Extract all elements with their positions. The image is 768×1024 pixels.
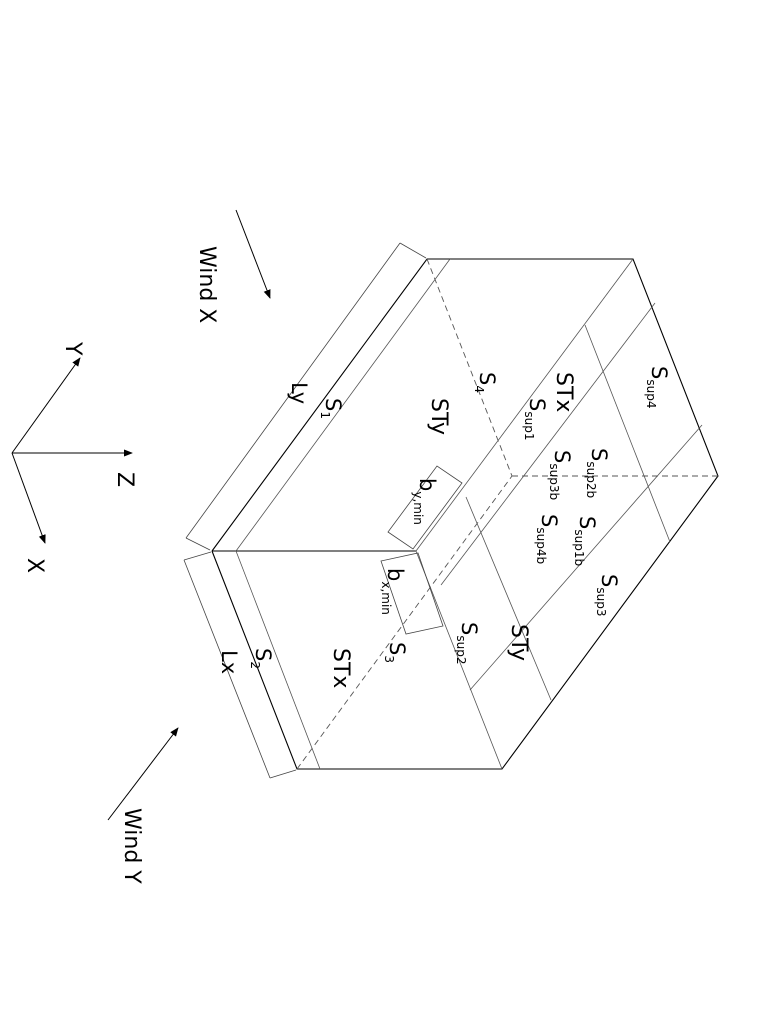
roof-line-y2 bbox=[469, 424, 703, 691]
axis-triad: Z Y X bbox=[11, 341, 137, 573]
front-face-strip-edge bbox=[235, 550, 321, 770]
by-min-label: by,min bbox=[411, 478, 439, 525]
ly-dim-ext-2 bbox=[399, 242, 427, 259]
wind-y-arrow bbox=[107, 727, 179, 821]
ssup4-label: Ssup4 bbox=[644, 366, 671, 408]
by-min-dim-box bbox=[387, 465, 463, 550]
s3-label: S3 bbox=[382, 642, 409, 663]
ssup2b-label: Ssup2b bbox=[584, 448, 611, 498]
left-face-strip-edge bbox=[235, 258, 451, 552]
wind-x-label: Wind X bbox=[194, 246, 219, 323]
roof-line-y1 bbox=[440, 302, 656, 586]
ly-label: Ly bbox=[287, 382, 311, 404]
lx-label: Lx bbox=[217, 650, 241, 674]
wind-y-indicator: Wind Y bbox=[107, 727, 179, 884]
wind-y-label: Wind Y bbox=[119, 808, 144, 884]
bx-min-label: bx,min bbox=[379, 568, 407, 615]
z-axis-label: Z bbox=[112, 472, 137, 487]
near-top-edge-left bbox=[415, 258, 634, 552]
dimension-lines bbox=[183, 242, 463, 779]
y-axis-line bbox=[11, 357, 81, 454]
wind-x-arrow bbox=[235, 209, 271, 299]
ly-dim-ext-1 bbox=[185, 537, 211, 551]
s2-label: S2 bbox=[248, 648, 275, 669]
hidden-edge-back-bottom bbox=[296, 475, 513, 770]
s4-label: S4 bbox=[472, 372, 499, 393]
ssup3b-label: Ssup3b bbox=[547, 450, 574, 500]
wind-x-indicator: Wind X bbox=[194, 209, 271, 323]
x-axis-label: X bbox=[22, 558, 47, 573]
building-box bbox=[211, 258, 719, 770]
ssup1-label: Ssup1 bbox=[522, 398, 549, 440]
y-axis-label: Y bbox=[60, 341, 85, 356]
roof-line-x2 bbox=[465, 496, 552, 701]
stx-front-label: STx bbox=[328, 648, 353, 688]
ssup1b-label: Ssup1b bbox=[572, 516, 599, 566]
sty-left-label: STy bbox=[426, 398, 451, 435]
box-outline bbox=[211, 258, 719, 770]
ssup4b-label: Ssup4b bbox=[534, 514, 561, 564]
roof-line-x1 bbox=[584, 324, 671, 543]
ssup3-label: Ssup3 bbox=[594, 574, 621, 616]
x-axis-line bbox=[11, 452, 46, 544]
lx-dim-ext-2 bbox=[269, 769, 297, 779]
lx-dim-ext-1 bbox=[183, 551, 212, 561]
hidden-edge-back-left bbox=[426, 258, 513, 477]
ssup2-label: Ssup2 bbox=[454, 622, 481, 664]
stx-top-label: STx bbox=[551, 372, 576, 412]
sty-roof-label: STy bbox=[506, 624, 531, 661]
bx-min-dim-box bbox=[380, 552, 444, 635]
s1-label: S1 bbox=[318, 398, 345, 419]
lx-dim-line bbox=[183, 559, 271, 779]
ly-dim-line bbox=[185, 242, 401, 539]
